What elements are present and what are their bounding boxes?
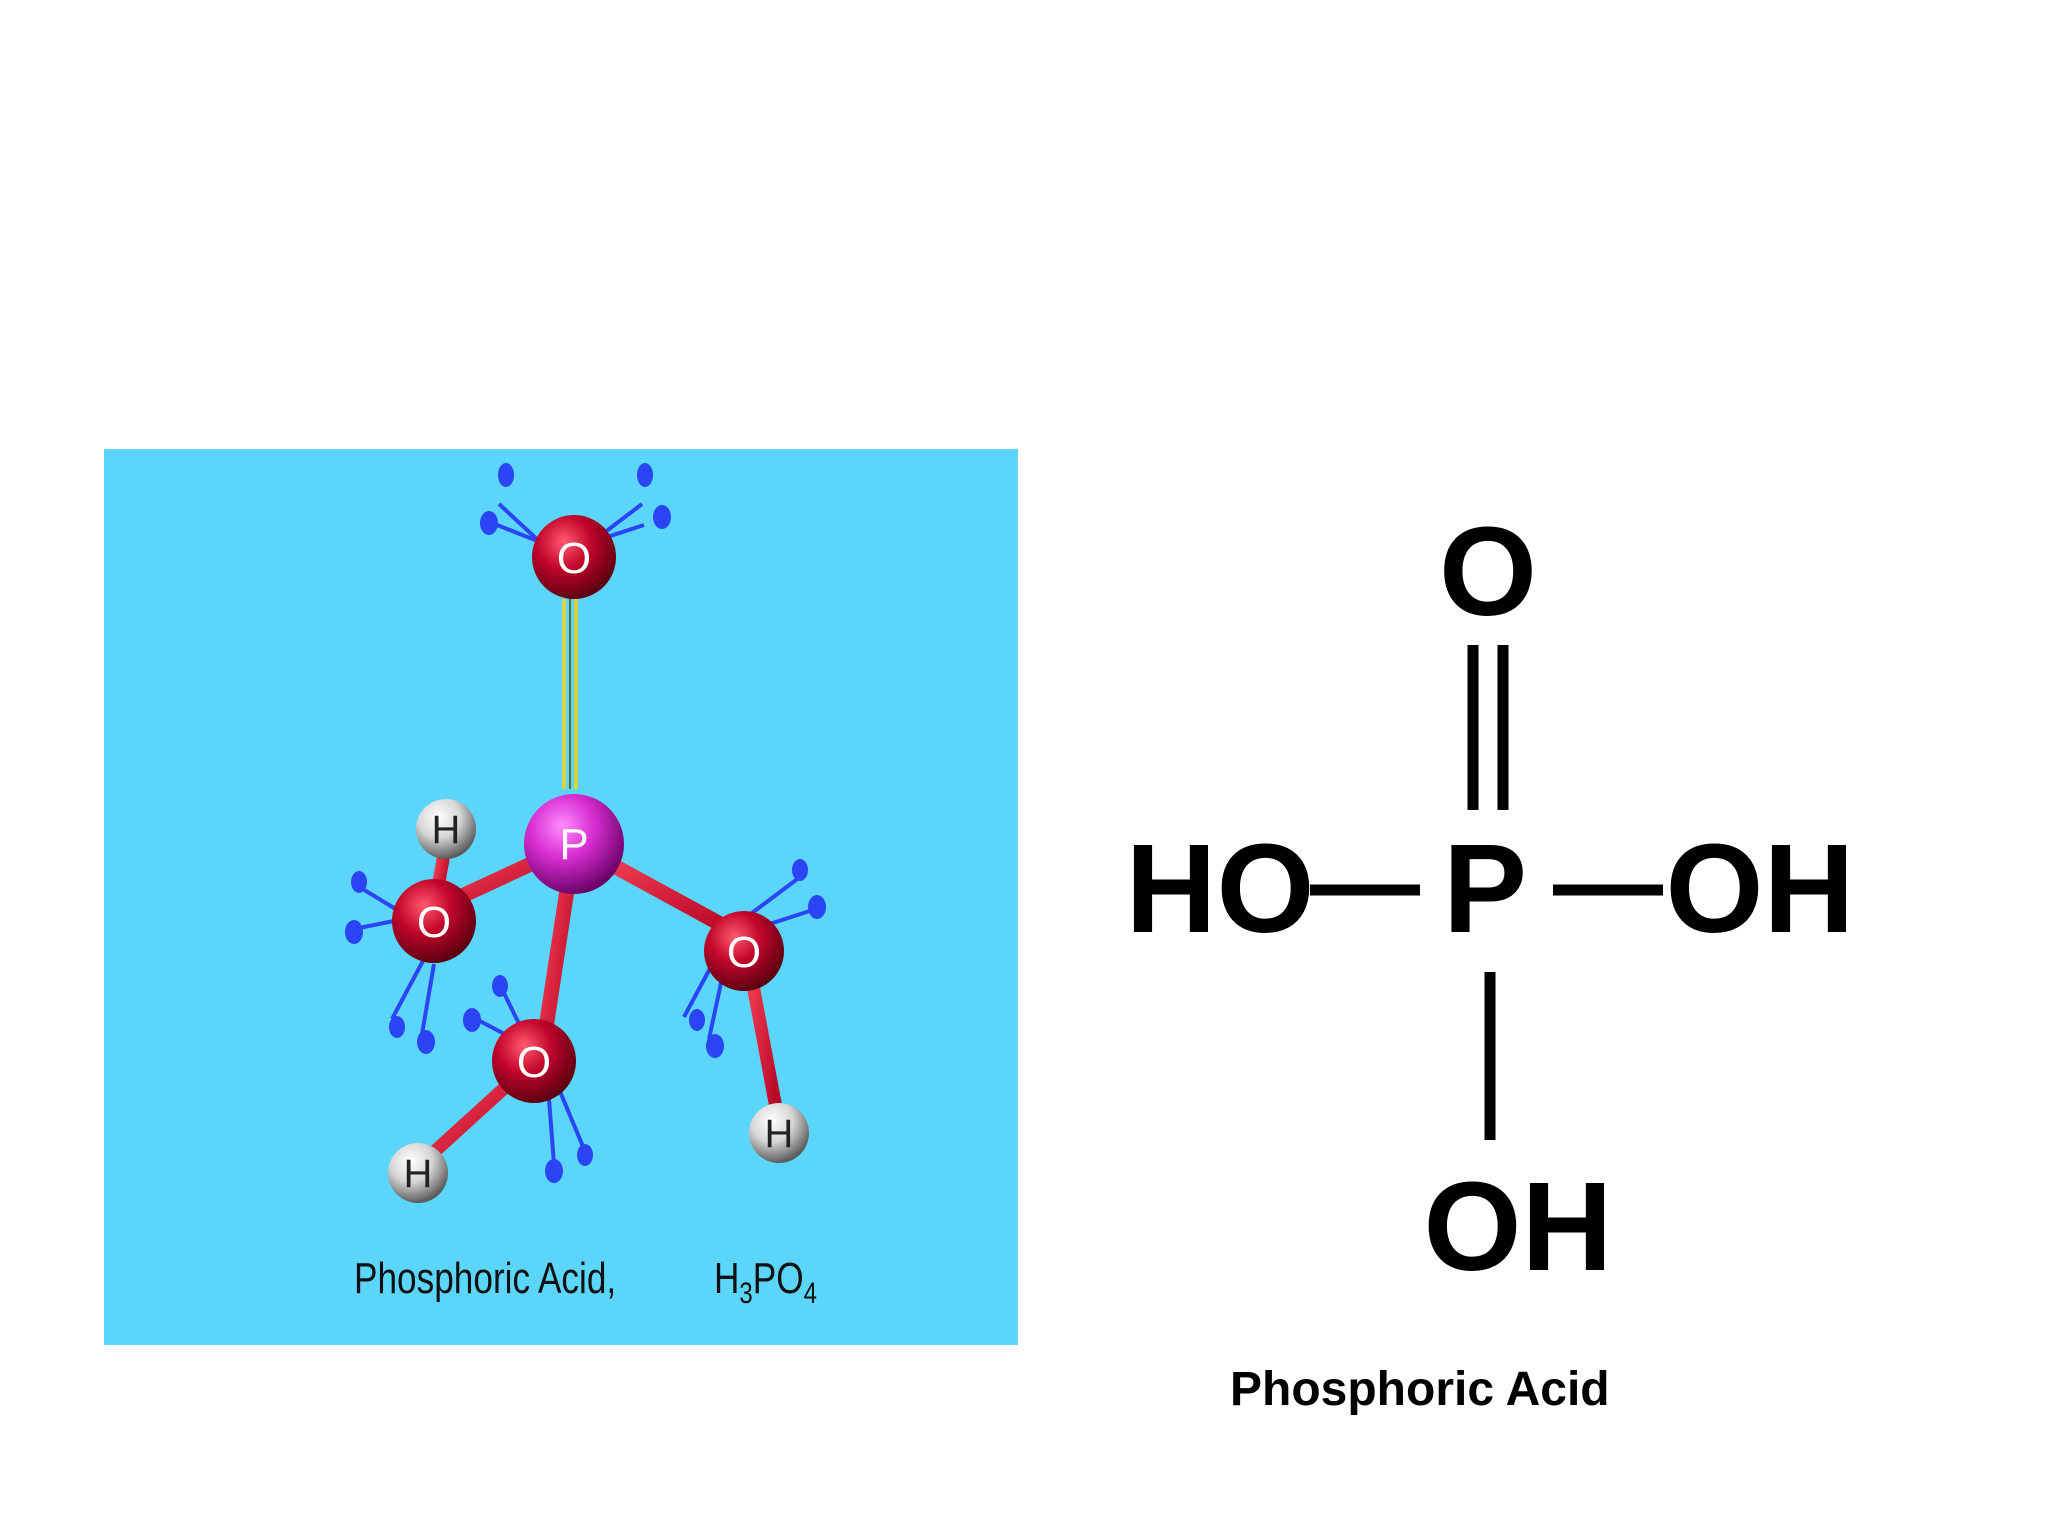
svg-text:O: O (727, 928, 761, 977)
formula-h-subscript: 3 (739, 1277, 753, 1310)
structure-left-group: HO (1126, 818, 1315, 959)
ball-and-stick-model: H O P O O O H H (345, 463, 826, 1203)
structure-center-phosphorus: P (1443, 818, 1527, 959)
hydrogen-atom-left: H (416, 799, 476, 859)
single-bonds (415, 836, 786, 1170)
svg-text:O: O (557, 534, 591, 583)
structure-right-group: OH (1666, 818, 1855, 959)
structure-bottom-group: OH (1424, 1156, 1613, 1297)
phosphorus-atom: P (524, 794, 624, 894)
svg-text:H: H (765, 1112, 794, 1156)
formula-po: PO (752, 1254, 804, 1303)
structural-formula: O P HO OH OH (1126, 501, 1855, 1297)
oxygen-atom-right: O (704, 911, 784, 991)
structure-top-oxygen: O (1439, 501, 1537, 642)
svg-text:H: H (404, 1152, 433, 1196)
svg-text:P: P (559, 820, 588, 869)
formula-h: H (714, 1254, 740, 1303)
structure-bonds (1310, 645, 1663, 1140)
lone-pair-dots (345, 463, 826, 1183)
double-bond-p-o (562, 599, 578, 789)
hydrogen-atom-bottom: H (388, 1143, 448, 1203)
structure-caption: Phosphoric Acid (1230, 1363, 1610, 1416)
oxygen-atom-bottom: O (492, 1019, 576, 1103)
svg-text:H: H (432, 808, 461, 852)
chemical-formula: H3PO4 (714, 1254, 817, 1311)
formula-o-subscript: 4 (803, 1277, 817, 1310)
ball-and-stick-model-panel: H O P O O O H H Phosphoric A (104, 449, 1018, 1345)
hydrogen-atom-right: H (749, 1103, 809, 1163)
svg-text:O: O (517, 1038, 551, 1087)
oxygen-atom-left: O (392, 879, 476, 963)
svg-text:O: O (417, 898, 451, 947)
model-caption: Phosphoric Acid, (354, 1254, 617, 1303)
oxygen-atom-top: O (532, 515, 616, 599)
